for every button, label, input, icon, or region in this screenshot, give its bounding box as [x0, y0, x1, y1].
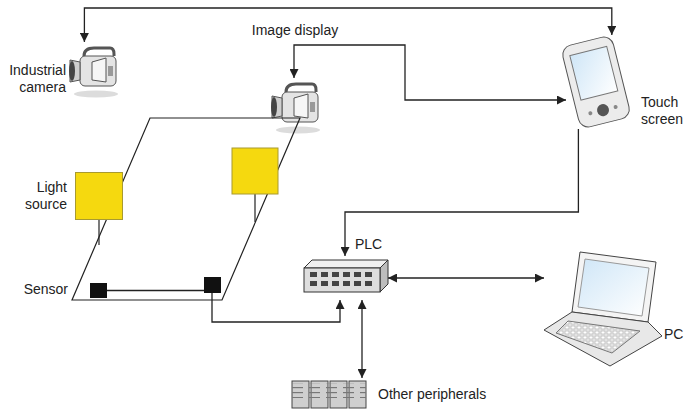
camera-icon: [69, 48, 118, 98]
connector-arrow: [388, 277, 544, 278]
camera-icon: [271, 84, 320, 134]
touch-screen-icon: [561, 35, 632, 129]
node-label: PC: [664, 326, 691, 343]
node-label: Industrial camera: [2, 62, 66, 96]
conveyor-frame: [72, 118, 300, 300]
server-icons: [292, 381, 366, 408]
label-text: Other peripherals: [378, 386, 518, 403]
pc-laptop: PC: [544, 250, 662, 368]
sensor: Sensor: [90, 283, 107, 298]
connector-arrow: [361, 300, 362, 378]
light-stem: [254, 194, 255, 222]
touch-screen: Touch screen: [552, 35, 640, 129]
light-stem: [98, 220, 99, 245]
industrial-camera: Industrial camera: [70, 42, 118, 98]
connector-arrow: [345, 129, 578, 256]
node-label: Touch screen: [641, 94, 689, 128]
plc-icon: [304, 260, 388, 292]
node-label: Other peripherals: [378, 386, 518, 403]
label-text: Sensor: [8, 281, 68, 298]
label-text: PC: [664, 326, 691, 343]
label-text: Touch screen: [641, 94, 689, 128]
plc-device: PLC: [300, 256, 388, 300]
light-source-square: [232, 148, 278, 194]
node-label: Light source: [5, 179, 67, 213]
label-text: PLC: [355, 236, 395, 253]
display-line: [294, 45, 566, 100]
other-peripherals: Other peripherals: [290, 378, 372, 411]
node-label: Sensor: [8, 281, 68, 298]
label-text: Industrial camera: [2, 62, 66, 96]
light-source: Light source: [75, 172, 123, 220]
caption-label: Image display: [240, 22, 350, 39]
laptop-icon: [544, 252, 662, 366]
connector-arrow: [84, 8, 611, 42]
sensor-square: [204, 277, 221, 293]
label-text: Light source: [5, 179, 67, 213]
node-label: PLC: [355, 236, 395, 253]
